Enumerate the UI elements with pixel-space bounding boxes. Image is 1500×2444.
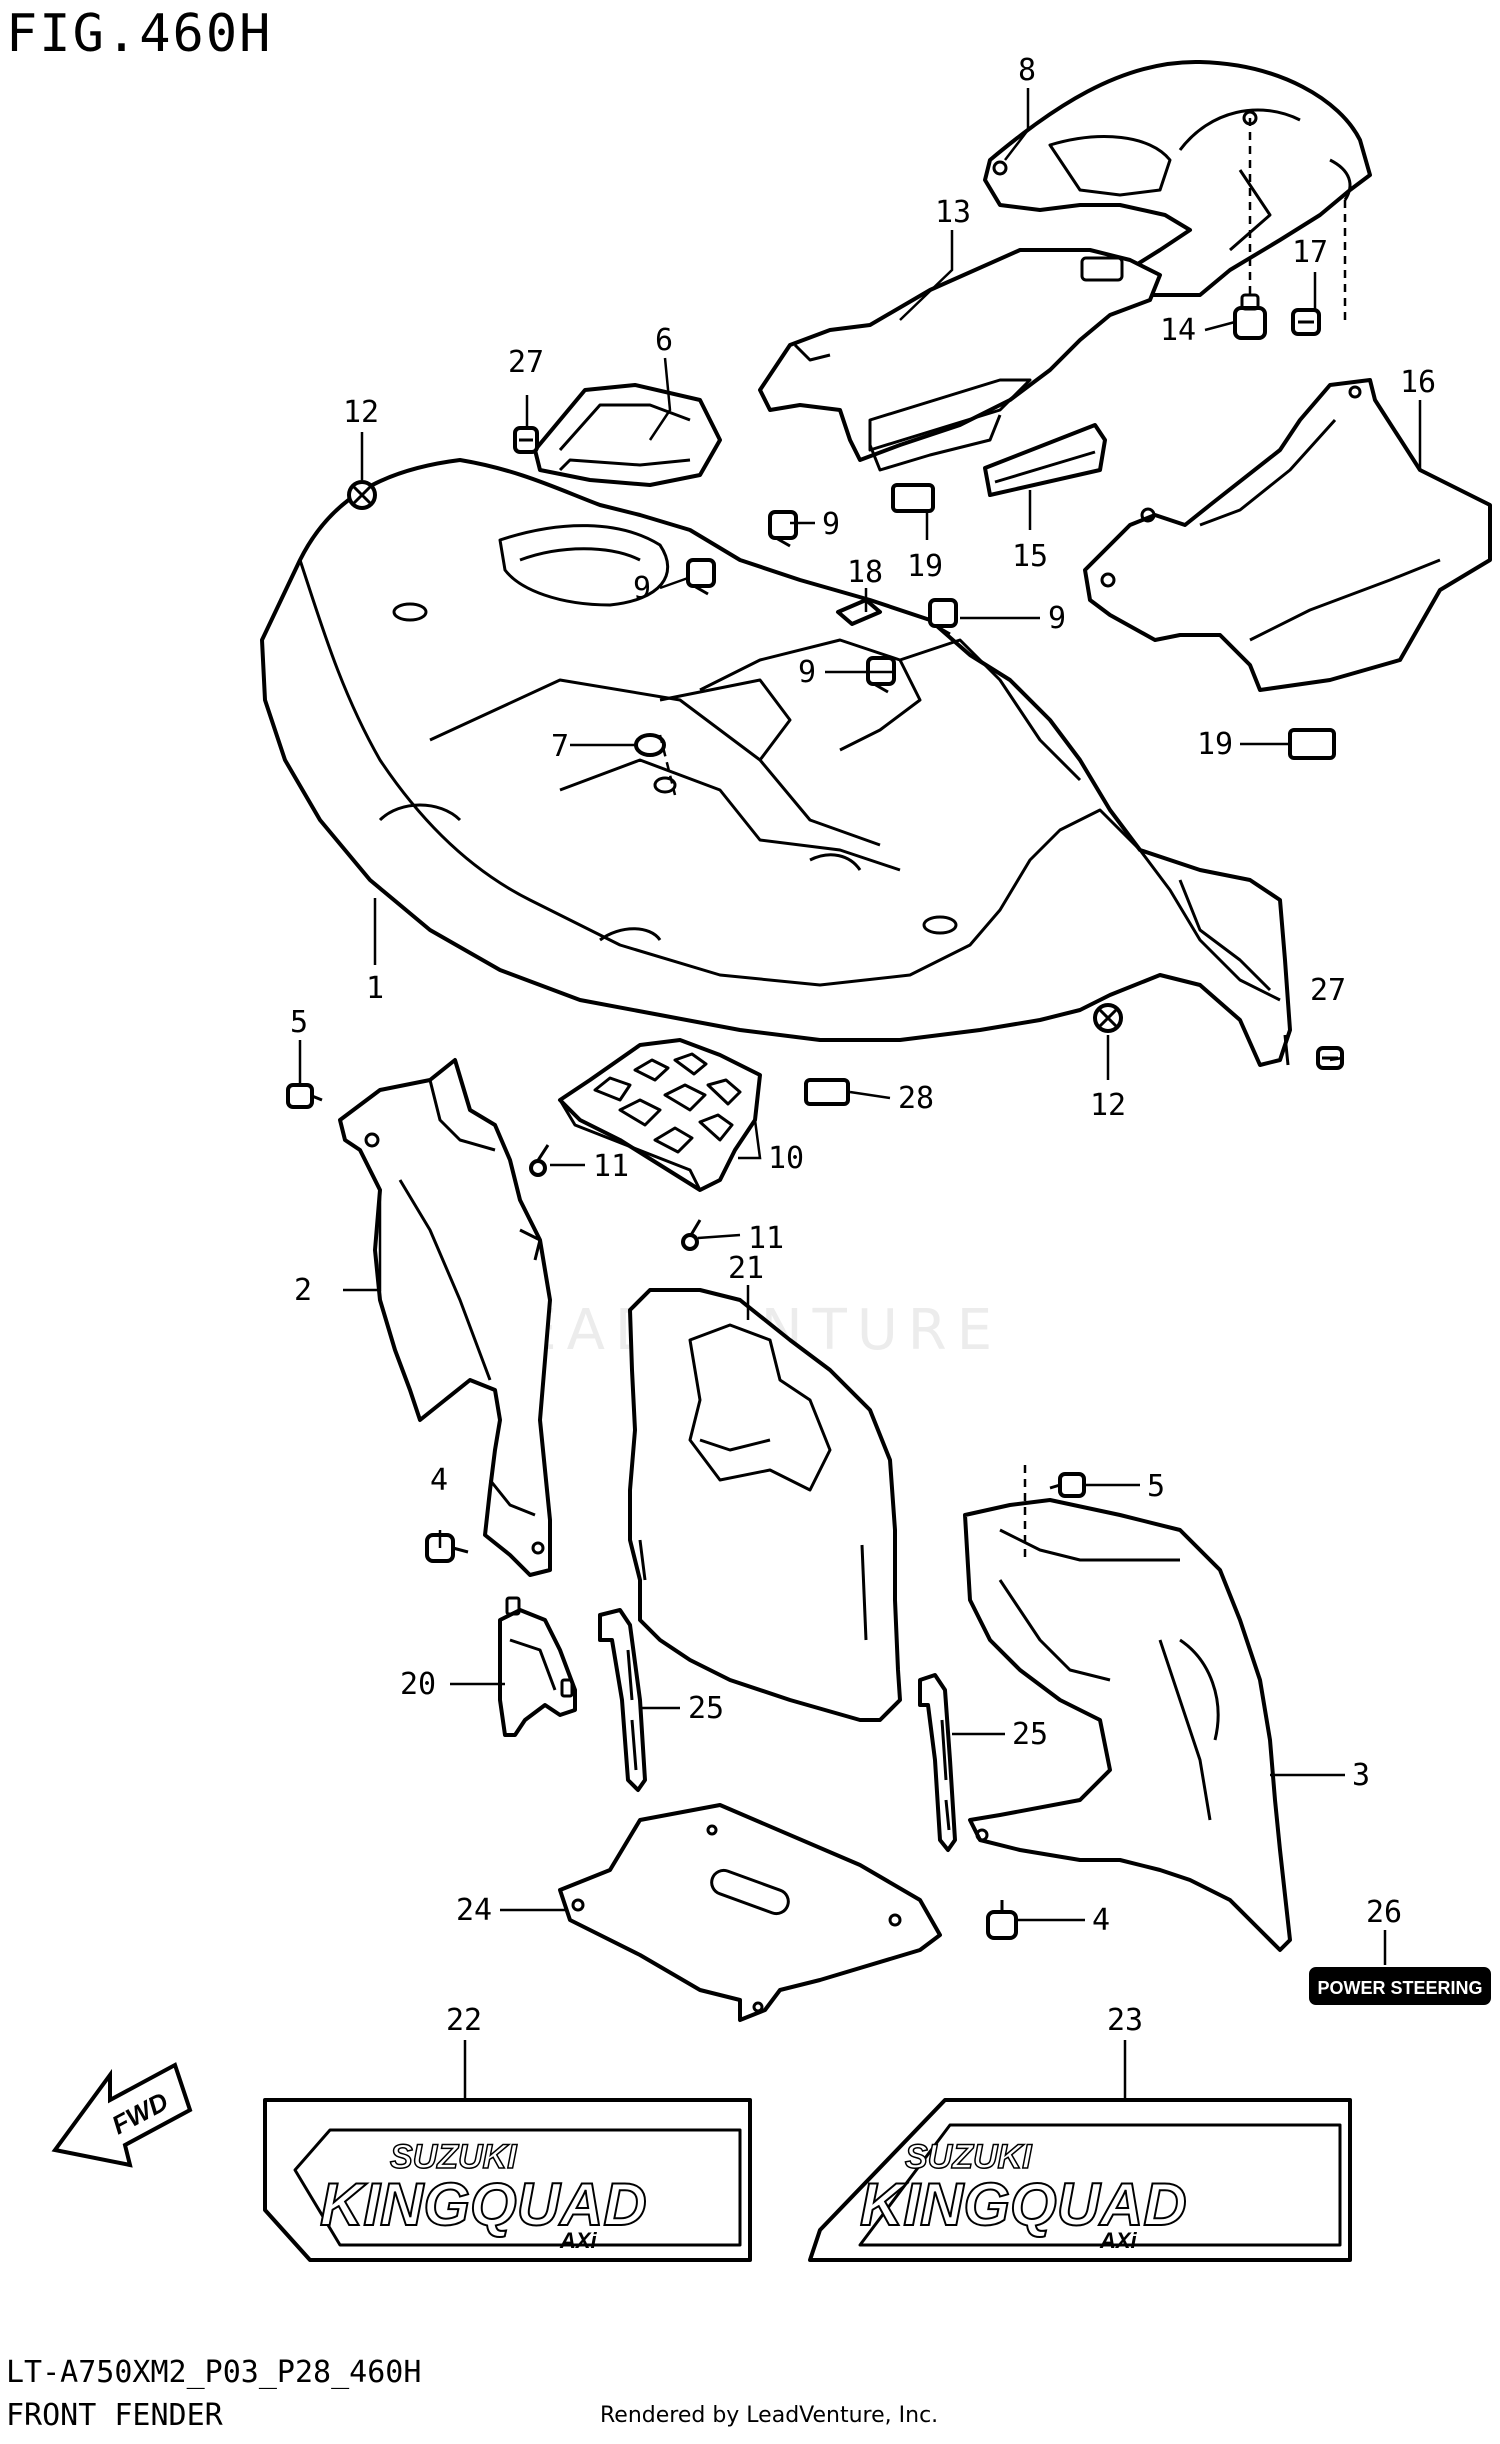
callout-25-left: 25	[688, 1691, 724, 1726]
part-18-pad[interactable]	[836, 598, 882, 626]
callout-23: 23	[1107, 2003, 1143, 2038]
callout-11-upper: 11	[593, 1149, 629, 1184]
part-5-screw-lower[interactable]	[1049, 1472, 1086, 1498]
callout-15: 15	[1012, 539, 1048, 574]
part-14-bolt[interactable]	[1233, 293, 1267, 340]
callout-13: 13	[935, 195, 971, 230]
part-10-grille[interactable]	[558, 1038, 762, 1192]
part-26-power-steering-badge[interactable]: POWER STEERING	[1309, 1967, 1491, 2005]
callout-19-upper: 19	[907, 549, 943, 584]
part-12-fastener-upper[interactable]	[347, 480, 377, 510]
part-11-screw-upper[interactable]	[529, 1144, 550, 1177]
decal-right-variant: AXi	[1099, 2228, 1138, 2253]
callout-25-right: 25	[1012, 1717, 1048, 1752]
part-9-nut-b[interactable]	[686, 558, 716, 596]
callout-9-b: 9	[633, 571, 651, 606]
decal-left-variant: AXi	[559, 2228, 598, 2253]
power-steering-text: POWER STEERING	[1317, 1978, 1482, 1998]
callout-12-upper: 12	[343, 395, 379, 430]
part-19-block-upper[interactable]	[891, 483, 935, 513]
decal-left-brand: SUZUKI	[390, 2138, 518, 2176]
part-7-grommet[interactable]	[634, 733, 677, 794]
callout-9-d: 9	[798, 655, 816, 690]
part-19-block-lower[interactable]	[1288, 728, 1336, 760]
callout-labels: 1 2 3 4 4 5 5 6 7 8 9 9 9 9 10 11 11 12 …	[290, 53, 1436, 2038]
callout-9-c: 9	[1048, 601, 1066, 636]
part-11-screw-lower[interactable]	[681, 1219, 702, 1251]
part-1-front-fender[interactable]	[260, 458, 1292, 1067]
callout-4-right: 4	[1092, 1903, 1110, 1938]
callout-28: 28	[898, 1081, 934, 1116]
callout-27-lower: 27	[1310, 973, 1346, 1008]
part-20-bracket[interactable]	[498, 1596, 577, 1737]
part-27-pin-upper[interactable]	[513, 426, 539, 454]
callout-20: 20	[400, 1667, 436, 1702]
callout-12-lower: 12	[1090, 1088, 1126, 1123]
fwd-arrow-icon: FWD	[51, 2062, 193, 2168]
model-code: LT-A750XM2_P03_P28_460H	[6, 2355, 422, 2390]
callout-2: 2	[294, 1273, 312, 1308]
callout-4-left: 4	[430, 1463, 448, 1498]
callout-11-lower: 11	[748, 1221, 784, 1256]
part-25-cable-tie-right[interactable]	[918, 1673, 957, 1852]
leader-lines	[298, 88, 1422, 2100]
part-5-screw-upper[interactable]	[286, 1083, 323, 1109]
part-13-rack-panel[interactable]	[758, 248, 1162, 472]
part-4-bolt-right[interactable]	[986, 1900, 1018, 1940]
part-23-decal-right[interactable]: SUZUKI KINGQUAD AXi	[808, 2098, 1352, 2262]
rendered-by-credit: Rendered by LeadVenture, Inc.	[600, 2403, 939, 2428]
section-name: FRONT FENDER	[6, 2398, 223, 2433]
callout-26: 26	[1366, 1895, 1402, 1930]
part-25-cable-tie-left[interactable]	[598, 1608, 647, 1792]
part-12-fastener-lower[interactable]	[1093, 1003, 1123, 1033]
callout-5-lower: 5	[1147, 1469, 1165, 1504]
callout-27-upper: 27	[508, 345, 544, 380]
callout-3: 3	[1352, 1758, 1370, 1793]
part-16-side-panel[interactable]	[1083, 378, 1492, 692]
callout-10: 10	[768, 1141, 804, 1176]
callout-5-upper: 5	[290, 1005, 308, 1040]
callout-17: 17	[1292, 235, 1328, 270]
callout-8: 8	[1018, 53, 1036, 88]
callout-21: 21	[728, 1251, 764, 1286]
part-28-block[interactable]	[804, 1078, 850, 1106]
assembly-line-7	[658, 734, 677, 796]
callout-9-a: 9	[822, 507, 840, 542]
part-2-left-inner-fender[interactable]	[338, 1058, 552, 1577]
part-24-plate[interactable]	[558, 1803, 942, 2022]
callout-22: 22	[446, 2003, 482, 2038]
callout-6: 6	[655, 323, 673, 358]
figure-title: FIG.460H	[6, 4, 273, 64]
part-4-bolt-left[interactable]	[425, 1533, 469, 1563]
callout-24: 24	[456, 1893, 492, 1928]
callout-19-lower: 19	[1197, 727, 1233, 762]
part-8-rack-cover[interactable]	[983, 59, 1372, 297]
part-9-nut-c[interactable]	[928, 598, 958, 636]
part-9-nut-a[interactable]	[768, 510, 798, 548]
part-15-pad[interactable]	[983, 423, 1107, 497]
callout-14: 14	[1160, 313, 1196, 348]
callout-1: 1	[366, 971, 384, 1006]
part-3-right-inner-fender[interactable]	[963, 1498, 1292, 1952]
part-17-clip[interactable]	[1291, 308, 1321, 336]
callout-7: 7	[551, 729, 569, 764]
decal-left-model: KINGQUAD	[320, 2171, 647, 2238]
decal-right-brand: SUZUKI	[905, 2138, 1033, 2176]
part-21-splash-panel[interactable]	[628, 1288, 902, 1722]
callout-16: 16	[1400, 365, 1436, 400]
part-6-cover[interactable]	[533, 383, 722, 487]
decal-right-model: KINGQUAD	[860, 2171, 1187, 2238]
part-22-decal-left[interactable]: SUZUKI KINGQUAD AXi	[263, 2098, 752, 2262]
callout-18: 18	[847, 555, 883, 590]
